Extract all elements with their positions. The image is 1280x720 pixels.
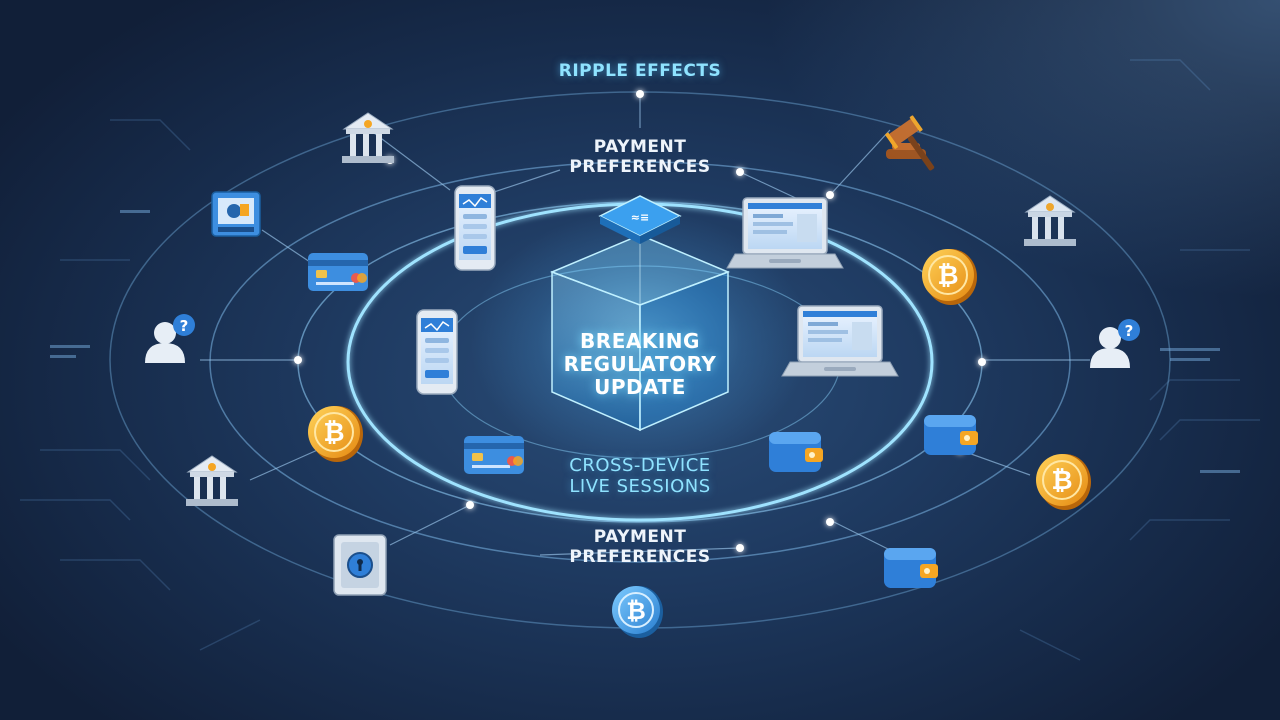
bank-icon	[341, 112, 395, 164]
wallet-icon	[924, 415, 978, 455]
core-beacon: ≈≡	[598, 195, 682, 244]
payment-preferences-top-label: PAYMENT PREFERENCES	[540, 137, 740, 177]
svg-text:≈≡: ≈≡	[631, 211, 649, 224]
ripple-effects-label: RIPPLE EFFECTS	[558, 61, 722, 81]
cross-device-label: CROSS-DEVICE LIVE SESSIONS	[530, 455, 750, 497]
circuit-dashes	[50, 210, 1240, 473]
label-line: PAYMENT	[593, 527, 687, 547]
user-question-icon	[145, 314, 195, 363]
wallet-icon	[769, 432, 823, 472]
credit-card-icon	[308, 253, 368, 291]
phone-icon	[416, 309, 458, 395]
label-line: BREAKING	[580, 329, 700, 353]
laptop-icon	[726, 197, 844, 269]
ring-third	[209, 161, 1071, 563]
bank-icon	[1023, 195, 1077, 247]
credit-card-icon	[464, 436, 524, 474]
label-line: UPDATE	[594, 375, 686, 399]
wallet-icon	[884, 548, 938, 588]
payment-preferences-bottom-label: PAYMENT PREFERENCES	[540, 527, 740, 567]
safe-icon	[333, 534, 387, 596]
label-line: PREFERENCES	[569, 156, 711, 177]
bitcoin-coin-icon	[1035, 453, 1092, 511]
label-line: CROSS-DEVICE	[569, 455, 711, 476]
label-line: PAYMENT	[593, 137, 687, 157]
laptop-icon	[781, 305, 899, 377]
user-question-icon	[1090, 319, 1140, 368]
circuit-traces	[20, 59, 1260, 661]
label-line: LIVE SESSIONS	[569, 475, 711, 497]
core-cube	[549, 234, 731, 432]
atm-icon	[211, 191, 261, 237]
core-label: BREAKING REGULATORY UPDATE	[540, 330, 740, 399]
bank-icon	[185, 455, 239, 507]
bitcoin-coin-icon	[921, 248, 978, 306]
label-line: PREFERENCES	[569, 546, 711, 567]
label-line: REGULATORY	[563, 352, 717, 376]
phone-icon	[454, 185, 496, 271]
bitcoin-coin-icon	[307, 405, 364, 463]
bitcoin-coin-icon	[611, 585, 664, 639]
